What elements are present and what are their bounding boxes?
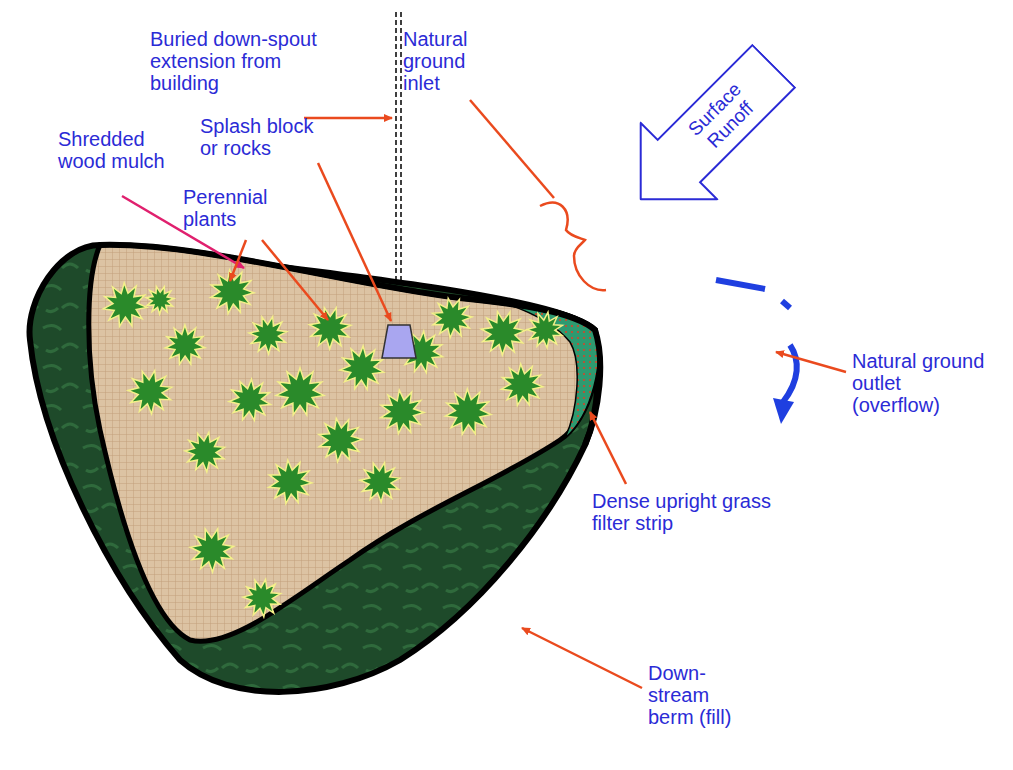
plant-symbol bbox=[360, 463, 400, 503]
plant-symbol bbox=[128, 371, 171, 414]
plant-symbol bbox=[103, 283, 147, 326]
callout-label: Shredded wood mulch bbox=[58, 128, 183, 172]
plant-symbol bbox=[269, 460, 312, 504]
splash-block bbox=[382, 325, 416, 358]
runoff-arrow: Surface Runoff bbox=[601, 27, 813, 239]
plant-symbol bbox=[185, 432, 225, 472]
downspout-pipe bbox=[396, 12, 401, 325]
callout-label: Down-stream berm (fill) bbox=[648, 662, 748, 728]
plant-symbol bbox=[165, 325, 205, 364]
plant-symbol bbox=[381, 390, 424, 434]
callout-label: Natural ground inlet bbox=[403, 28, 498, 94]
plant-symbol bbox=[146, 287, 174, 315]
leader-lines bbox=[122, 100, 846, 688]
bed-outline bbox=[100, 245, 600, 445]
callout-label: Dense upright grass filter strip bbox=[592, 490, 772, 534]
plant-symbol bbox=[445, 389, 491, 434]
plant-symbol bbox=[340, 346, 384, 389]
berm bbox=[30, 245, 598, 692]
plant-symbol bbox=[527, 312, 562, 348]
outlet-flow-arrow bbox=[716, 280, 797, 424]
plant-symbol bbox=[190, 529, 234, 572]
callout-label: Natural ground outlet (overflow) bbox=[852, 350, 992, 416]
callout-label: Buried down-spout extension from buildin… bbox=[150, 28, 322, 94]
plant-symbol bbox=[229, 379, 270, 420]
perennial-plants bbox=[103, 270, 562, 617]
plant-symbol bbox=[249, 317, 287, 354]
plant-symbol bbox=[276, 368, 324, 415]
plant-symbol bbox=[481, 312, 525, 355]
callout-label: Perennial plants bbox=[183, 186, 283, 230]
plant-symbol bbox=[501, 364, 543, 406]
plant-symbol bbox=[433, 298, 472, 338]
callout-label: Splash block or rocks bbox=[200, 115, 330, 159]
plant-symbol bbox=[243, 579, 281, 617]
inlet-bracket bbox=[540, 203, 606, 290]
plant-symbol bbox=[319, 418, 362, 462]
plant-symbol bbox=[309, 308, 351, 349]
